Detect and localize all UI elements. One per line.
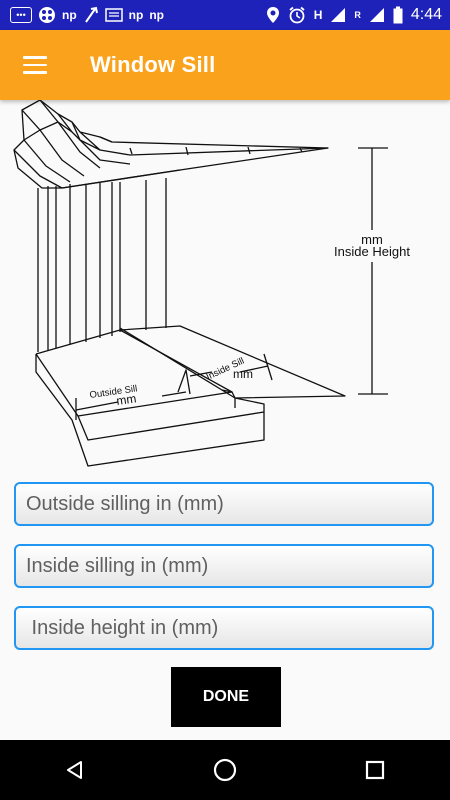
cornice-molding: [13, 100, 329, 189]
signal-bars-icon: [331, 8, 346, 22]
window-sill-diagram: mm Inside Height Outside Sill mm Inside …: [13, 100, 410, 467]
done-button[interactable]: DONE: [171, 667, 281, 727]
height-mm-label: mm: [361, 232, 383, 247]
outside-sill-dimension: [75, 369, 191, 420]
news-app-icon: [104, 8, 123, 22]
clock: 4:44: [410, 6, 442, 23]
back-icon[interactable]: [45, 745, 105, 795]
inside-height-field[interactable]: [14, 606, 434, 650]
battery-icon: [393, 6, 403, 24]
message-icon: •••: [10, 7, 32, 23]
app-bar: Window Sill: [0, 30, 450, 100]
height-dimension: [358, 147, 388, 395]
signal-h-label: H: [313, 8, 323, 22]
recents-icon[interactable]: [345, 745, 405, 795]
inside-sill-mm-label: mm: [233, 367, 253, 381]
alarm-icon: [289, 6, 305, 24]
status-bar: ••• np np np H R 4:44: [0, 0, 450, 30]
signal-r-icon: R: [354, 9, 361, 20]
outside-silling-input[interactable]: [16, 484, 432, 524]
inside-silling-input[interactable]: [16, 546, 432, 586]
sill-board: [35, 325, 346, 467]
hamburger-menu-icon[interactable]: [14, 44, 56, 86]
np-app-icon: np: [149, 8, 165, 22]
inside-height-label: Inside Height: [334, 244, 410, 259]
inside-height-input[interactable]: [16, 608, 432, 648]
window-frame: [37, 169, 181, 352]
np-app-icon: np: [62, 8, 77, 22]
signal-r-label: R: [354, 9, 361, 20]
tool-app-icon: [84, 6, 98, 23]
signal-bars-icon-2: [369, 8, 384, 22]
inside-silling-field[interactable]: [14, 544, 434, 588]
outside-silling-field[interactable]: [14, 482, 434, 526]
page-title: Window Sill: [90, 52, 216, 77]
navigation-bar: [0, 740, 450, 800]
location-icon: [266, 7, 279, 23]
home-icon[interactable]: [195, 745, 255, 795]
np-app-icon: np: [128, 8, 144, 22]
outside-sill-mm-label: mm: [115, 391, 137, 408]
dotted-app-icon: [39, 7, 55, 23]
inside-sill-dimension: [189, 353, 273, 381]
signal-h-icon: H: [314, 9, 323, 21]
